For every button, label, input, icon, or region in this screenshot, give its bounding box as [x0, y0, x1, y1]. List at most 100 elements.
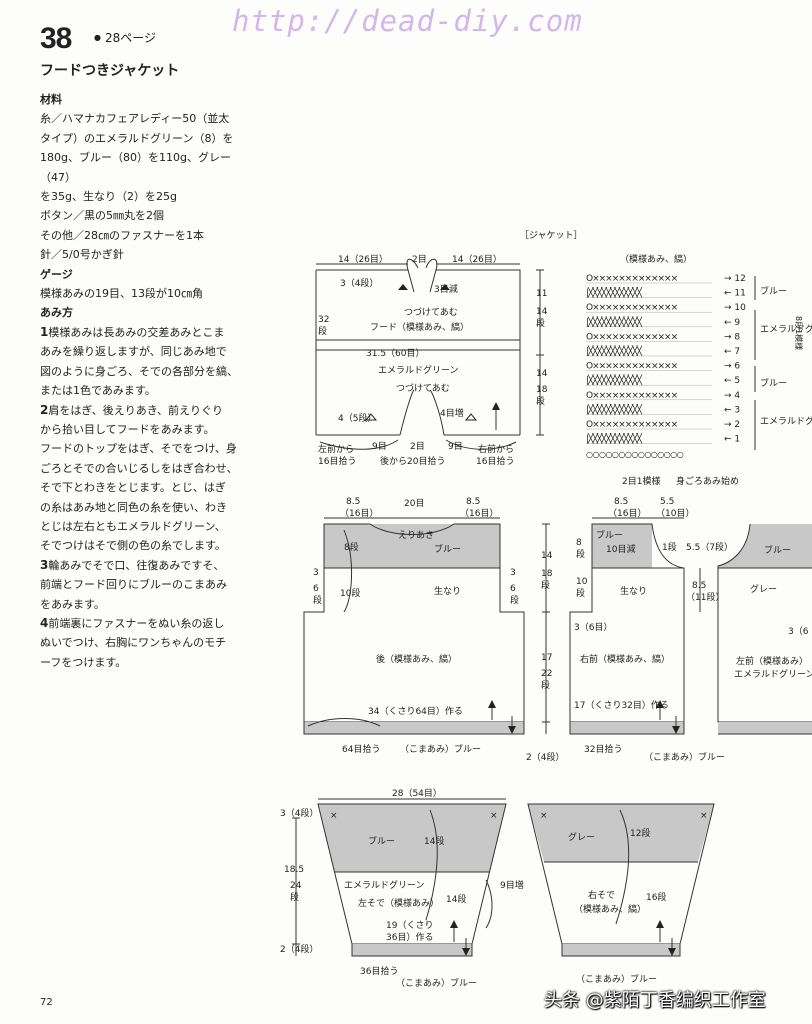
step-line: または1色であみます。: [40, 384, 156, 398]
step-2: 2肩をはぎ、後えりあき、前えりぐり から拾い目してフードをあみます。 フードのト…: [40, 401, 260, 556]
chart-bottom-1: 2目1模様: [622, 475, 660, 487]
chart-row-symbols: O×××××××××××××: [586, 303, 678, 313]
rf-dec: 10目減: [606, 543, 635, 555]
chart-color-blue-2: ブルー: [760, 377, 787, 389]
step-line: をあみます。: [40, 597, 105, 611]
back-top-right: 8.5: [466, 497, 480, 507]
back-side-right-unit: 6: [510, 584, 516, 594]
chart-row-symbols: O×××××××××××××: [586, 332, 678, 342]
chart-row-symbols: O×××××××××××××: [586, 362, 678, 372]
front-h3: 2（4段）: [526, 751, 564, 763]
step-number: 3: [40, 557, 49, 572]
step-number: 2: [40, 402, 49, 417]
left-front-diagram: ブルー グレー 左前（模様あみ） エメラルドグリーン 3（6: [717, 523, 812, 735]
materials-list: 糸／ハマナカフェアレディー50（並太 タイプ）のエメラルドグリーン（8）を 18…: [40, 109, 260, 264]
chart-row-number: ← 7: [724, 347, 740, 357]
lf-label-2: エメラルドグリーン: [734, 668, 812, 680]
rs-label-1: 右そで: [588, 889, 615, 901]
ls-color: エメラルドグリーン: [344, 879, 425, 891]
back-natural: 生なり: [434, 585, 461, 597]
step-line: 図のように身ごろ、そでの各部分を縞、: [40, 364, 238, 378]
back-pick: 64目拾う: [342, 743, 380, 755]
front-h1-unit-2: 段: [541, 579, 550, 591]
lf-blue: ブルー: [764, 544, 791, 556]
ls-blue: ブルー: [368, 835, 395, 847]
rf-rows-8-unit: 段: [576, 548, 585, 560]
method-heading: あみ方: [40, 306, 73, 320]
chart-row-number: ← 3: [724, 405, 740, 415]
ls-top: 3（4段）: [280, 807, 318, 819]
ls-bottom: 2（4段）: [280, 943, 318, 955]
back-side-right-unit-2: 段: [510, 594, 519, 606]
left-sleeve-diagram: 28（54目） × × 3（4段） ブルー 14段 エメラルドグリーン 左そで（…: [280, 788, 524, 989]
back-top-right-unit: （16目）: [460, 508, 498, 519]
hood-top-left: 14（26目）: [338, 254, 388, 265]
stitch-chart: （模様あみ、縞） O×××××××××××××→ 12|╳╳╳╳╳╳╳╳╳╳╳╳…: [586, 253, 812, 487]
chart-foundation-chain: ○○○○○○○○○○○○○○○: [586, 450, 684, 459]
step-line: の糸はあみ地と同色の糸を使い、わき: [40, 500, 227, 514]
hood-join-bottom: つづけてあむ: [396, 383, 450, 394]
chart-color-green-2: エメラルドグリーン: [760, 415, 812, 427]
chart-row-number: ← 1: [724, 435, 740, 445]
ls-rows-14b: 14段: [446, 893, 466, 905]
step-number: 1: [40, 324, 49, 339]
back-top-left-unit: （16目）: [340, 508, 378, 519]
watermark: http://dead-diy.com: [232, 4, 583, 38]
rf-side-height: 8.5: [692, 581, 706, 591]
materials-line: 180g、ブルー（80）を110g、グレー（47）: [40, 151, 231, 184]
materials-heading: 材料: [40, 93, 62, 106]
ls-inc: 9目増: [500, 879, 524, 891]
chart-color-green: エメラルドグリーン: [760, 323, 812, 335]
hood-pick-left-1: 左前から: [318, 443, 354, 455]
step-3: 3輪あみでそで口、往復あみですそ、 前端とフード回りにブルーのこまあみ をあみま…: [40, 556, 260, 614]
page-title: フードつきジャケット: [40, 63, 180, 79]
materials-line: を35g、生なり（2）を25g: [40, 190, 177, 204]
chart-row-number: → 10: [724, 303, 746, 313]
materials-line: ボタン／黒の5㎜丸を2個: [40, 209, 164, 223]
hood-nine-right: 9目: [448, 441, 463, 452]
rs-mark-left: ×: [540, 811, 548, 821]
back-neck: えりあき: [398, 530, 434, 541]
step-line: 輪あみでそで口、往復あみですそ、: [48, 558, 225, 572]
step-1: 1模様あみは長あみの交差あみとこま あみを繰り返しますが、同じあみ地で 図のよう…: [40, 323, 260, 401]
chart-repeat-note: 8段1模様: [794, 316, 804, 350]
ls-mark-right: ×: [490, 811, 498, 821]
chart-row-symbols: |╳╳╳╳╳╳╳╳╳╳╳╳: [586, 433, 643, 445]
rf-chain: 17（くさり32目）作る: [574, 699, 669, 711]
chart-row-number: → 12: [724, 274, 746, 284]
chart-row-number: ← 9: [724, 318, 740, 328]
hood-top-center: 2目: [412, 254, 427, 265]
hood-pick-right-1: 右前から: [478, 443, 514, 455]
rf-rows-10-unit: 段: [576, 587, 585, 599]
gauge-heading: ゲージ: [40, 267, 73, 281]
credit-watermark: 头条 @紫陌丁香编织工作室: [544, 990, 766, 1011]
jacket-label: ［ジャケット］: [520, 230, 583, 241]
rf-one-row: 1段: [662, 541, 677, 553]
ls-height-unit: 24: [290, 881, 302, 891]
chart-row-number: → 4: [724, 391, 740, 401]
rf-natural: 生なり: [620, 585, 647, 597]
rf-rows-10: 10: [576, 577, 588, 587]
lf-grey: グレー: [750, 583, 777, 595]
lf-side: 3（6: [788, 626, 809, 637]
chart-row-symbols: |╳╳╳╳╳╳╳╳╳╳╳╳: [586, 403, 643, 415]
ls-rows-14a: 14段: [424, 835, 444, 847]
hood-h3: 14: [536, 369, 548, 379]
chart-row-number: → 2: [724, 420, 740, 430]
back-top-center: 20目: [404, 498, 424, 509]
ls-chain-1: 19（くさり: [386, 920, 433, 931]
hood-color: エメラルドグリーン: [378, 364, 459, 376]
ls-mark-left: ×: [330, 811, 338, 821]
right-sleeve-diagram: × × グレー 12段 右そで （模様あみ、縞） 16段 （こまあみ）ブルー: [527, 803, 715, 985]
chart-row-symbols: |╳╳╳╳╳╳╳╳╳╳╳╳: [586, 374, 643, 386]
hood-pick-left-2: 16目拾う: [318, 455, 356, 467]
chart-bottom-2: 身ごろあみ始め: [676, 475, 739, 487]
back-top-left: 8.5: [346, 497, 360, 507]
rs-grey: グレー: [568, 831, 595, 843]
ls-edge: （こまあみ）ブルー: [396, 977, 477, 989]
sleeve-top-width: 28（54目）: [392, 788, 442, 799]
step-line: 前端裏にファスナーをぬい糸の返し: [48, 616, 225, 630]
instructions-text: 材料 糸／ハマナカフェアレディー50（並太 タイプ）のエメラルドグリーン（8）を…: [40, 90, 260, 672]
pattern-number: 38: [40, 22, 72, 55]
